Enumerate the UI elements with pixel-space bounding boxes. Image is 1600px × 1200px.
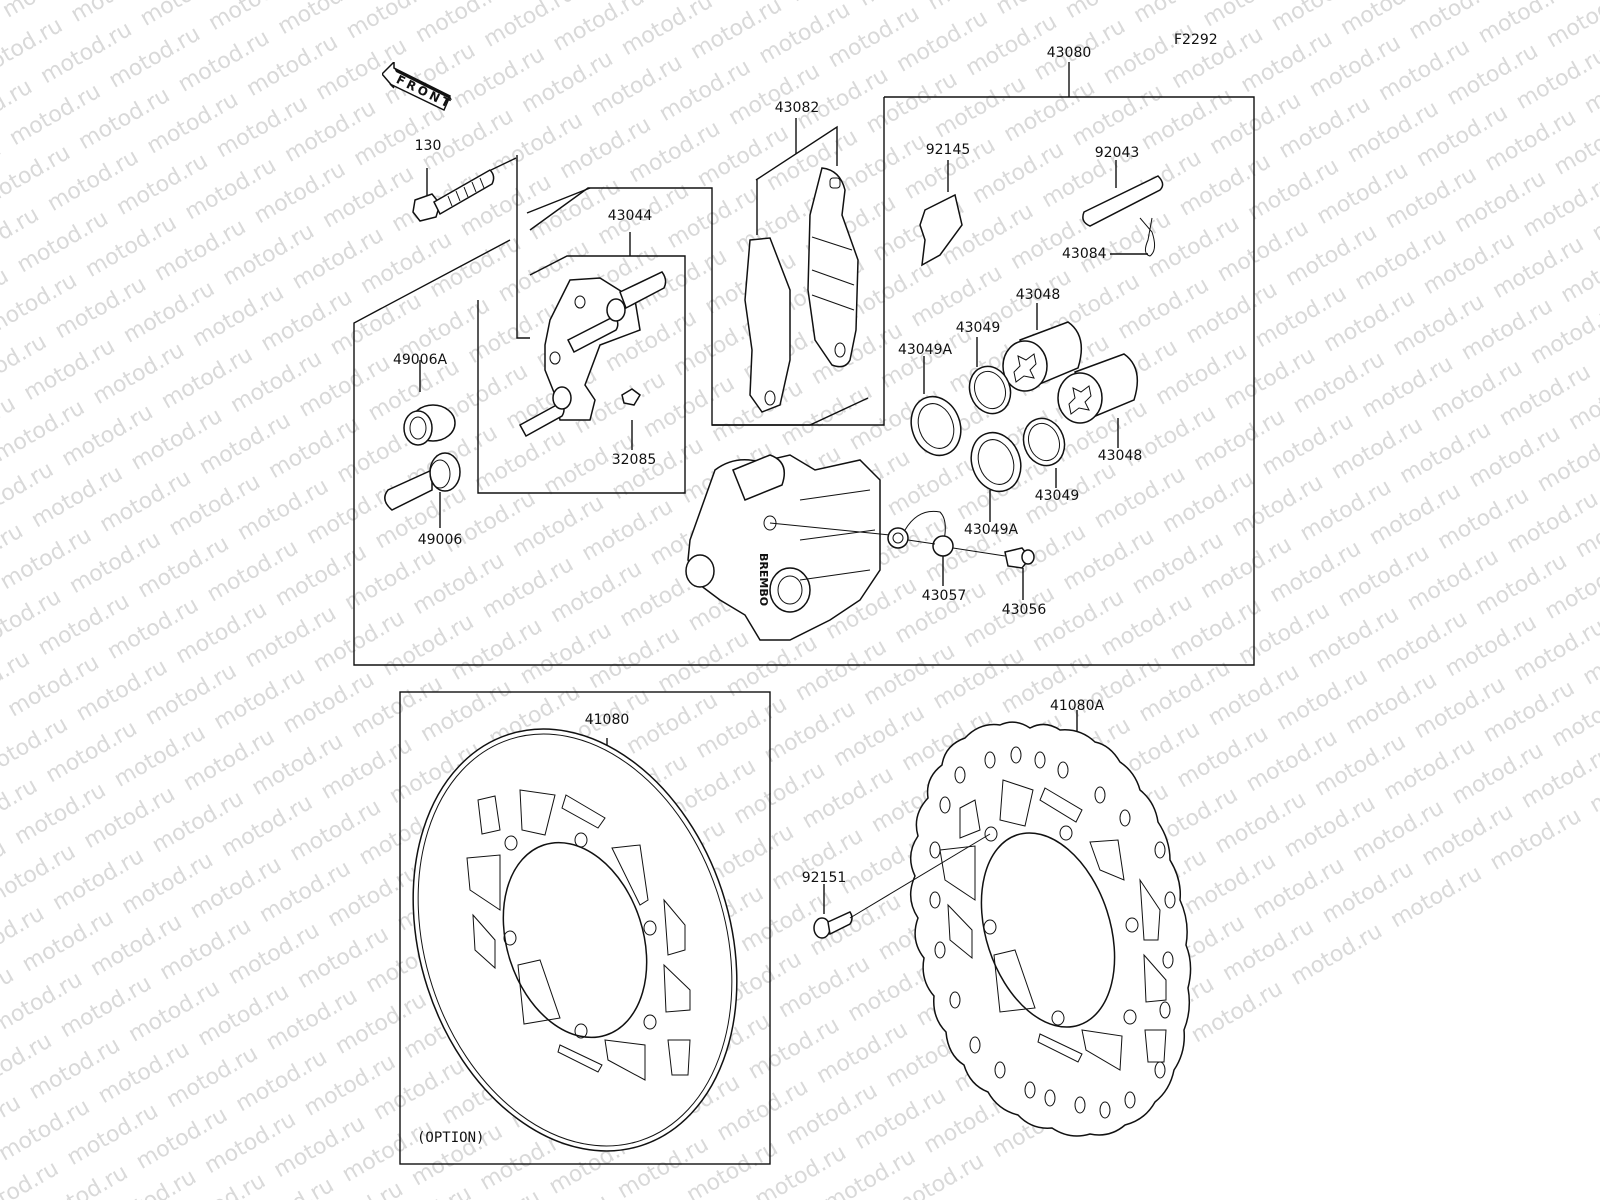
boot-49006A: [403, 404, 456, 446]
bracket-43044: [518, 271, 667, 438]
pad-spring-92145: [919, 193, 963, 267]
part-label-49006A[interactable]: 49006A: [392, 352, 448, 368]
brake-disc-41080: [412, 728, 738, 1152]
clip-32085: [621, 388, 641, 406]
part-label-43049-upper[interactable]: 43049: [955, 320, 1001, 336]
part-label-43057[interactable]: 43057: [921, 588, 967, 604]
part-label-43048-upper[interactable]: 43048: [1015, 287, 1061, 303]
option-note: (OPTION): [417, 1130, 485, 1146]
part-label-130[interactable]: 130: [414, 138, 442, 154]
option-box: [399, 691, 771, 1165]
pin-clip-43084: [1139, 217, 1156, 257]
bleeder-43057: [887, 510, 954, 557]
part-label-49006[interactable]: 49006: [417, 532, 463, 548]
bolt-130: [412, 168, 495, 222]
part-label-43056[interactable]: 43056: [1001, 602, 1047, 618]
part-label-43044[interactable]: 43044: [607, 208, 653, 224]
part-label-92145[interactable]: 92145: [925, 142, 971, 158]
part-label-43082[interactable]: 43082: [774, 100, 820, 116]
figure-code: F2292: [1174, 32, 1218, 48]
dust-seal-43049A-upper: [910, 395, 962, 457]
svg-text:BREMBO: BREMBO: [757, 553, 770, 606]
part-label-32085[interactable]: 32085: [611, 452, 657, 468]
part-label-41080[interactable]: 41080: [584, 712, 630, 728]
part-label-41080A[interactable]: 41080A: [1049, 698, 1105, 714]
part-label-43048-lower[interactable]: 43048: [1097, 448, 1143, 464]
caliper-body: BREMBO: [685, 454, 891, 641]
slide-pin-49006: [384, 452, 461, 511]
piston-43048-upper: [1002, 321, 1083, 392]
part-label-43049-lower[interactable]: 43049: [1034, 488, 1080, 504]
front-arrow-icon: [382, 62, 452, 112]
caliper-assembly-box: [353, 96, 1255, 666]
disc-bolt-92151: [813, 911, 853, 939]
brake-pads-43082: [744, 167, 859, 413]
seal-43049-lower: [1022, 417, 1066, 467]
part-label-92151[interactable]: 92151: [801, 870, 847, 886]
part-label-43080[interactable]: 43080: [1046, 45, 1092, 61]
wave-brake-disc-41080A: [909, 710, 1192, 1137]
piston-43048-lower: [1057, 353, 1139, 424]
part-label-43049A-upper[interactable]: 43049A: [897, 342, 953, 358]
dust-seal-43049A-lower: [970, 431, 1022, 493]
part-label-43084[interactable]: 43084: [1062, 246, 1107, 262]
part-label-43049A-lower[interactable]: 43049A: [963, 522, 1019, 538]
pad-pin-92043: [1082, 175, 1164, 227]
part-label-92043[interactable]: 92043: [1094, 145, 1140, 161]
